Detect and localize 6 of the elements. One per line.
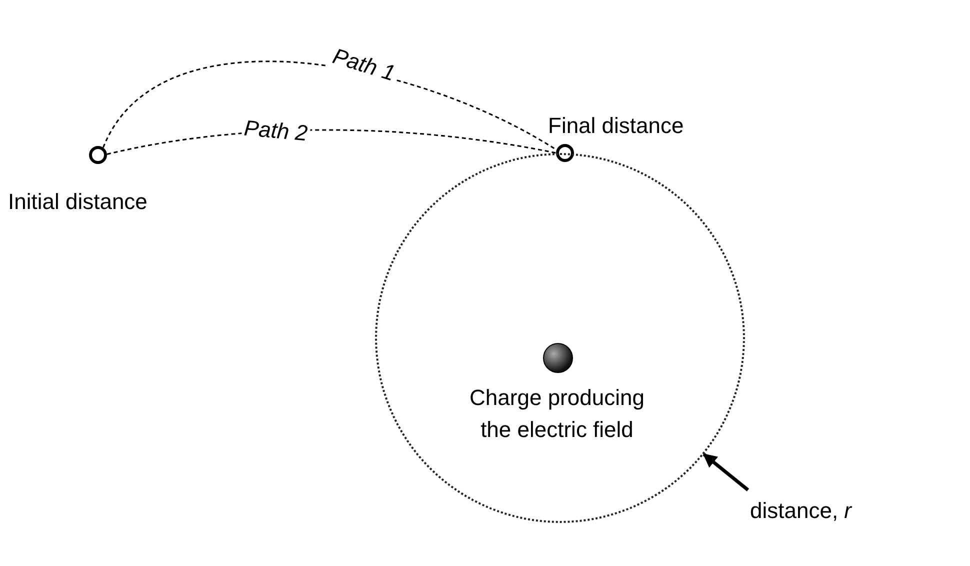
point-caption: Final distance: [548, 112, 685, 140]
field-circle: [375, 153, 745, 523]
arrow: [702, 452, 750, 492]
distance-label: distance, r: [750, 498, 852, 524]
point-caption: Initial distance: [8, 188, 148, 216]
point-caption: Charge producing the electric field: [468, 384, 646, 444]
